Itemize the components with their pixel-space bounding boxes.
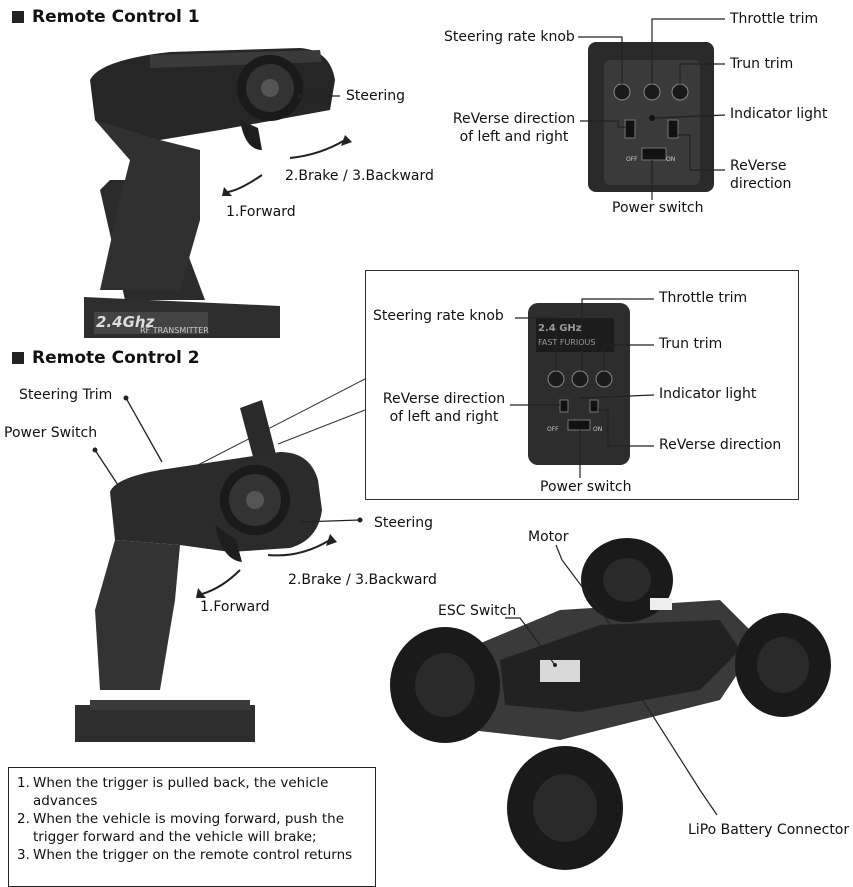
rc2-steering-label: Steering (374, 515, 434, 531)
panel1-steering-rate-knob-label: Steering rate knob (444, 29, 575, 45)
rc2-steering-trim-label: Steering Trim (19, 387, 113, 403)
panel1-reverse-direction-label: ReVerse direction (730, 158, 792, 192)
brand-sub-text: RF TRANSMITTER (140, 326, 209, 335)
panel1-on-text: ON (666, 156, 676, 163)
rc2-title: Remote Control 2 (12, 348, 200, 368)
panel2-steering-rate-knob-label: Steering rate knob (373, 308, 504, 324)
panel2-reverse-lr-label: ReVerse direction of left and right (382, 391, 506, 425)
truck-lipo-connector-label: LiPo Battery Connector (688, 822, 850, 838)
panel2-reverse-direction-label: ReVerse direction (659, 437, 782, 453)
panel2-indicator-light-label: Indicator light (659, 386, 757, 402)
panel1-power-switch-label: Power switch (612, 200, 704, 216)
bullet-square-icon (12, 11, 24, 23)
panel2-trun-trim-label: Trun trim (659, 336, 723, 352)
brand-logo-text: 2.4Ghz (96, 313, 155, 331)
panel1-indicator-light-label: Indicator light (730, 106, 828, 122)
rc1-forward-label: 1.Forward (226, 204, 296, 220)
note-item: 2. When the vehicle is moving forward, p… (17, 811, 345, 845)
panel2-throttle-trim-label: Throttle trim (659, 290, 748, 306)
panel1-trun-trim-label: Trun trim (730, 56, 794, 72)
panel1-reverse-lr-label: ReVerse direction of left and right (452, 111, 576, 145)
panel2-on-text: ON (593, 426, 603, 433)
bullet-square-icon (12, 352, 24, 364)
note-item: 3. When the trigger on the remote contro… (17, 847, 353, 863)
rc1-brake-backward-label: 2.Brake / 3.Backward (285, 168, 434, 184)
truck-esc-switch-label: ESC Switch (438, 603, 517, 619)
panel2-off-text: OFF (547, 426, 559, 433)
panel1-off-text: OFF (626, 156, 638, 163)
instruction-notes: 1. When the trigger is pulled back, the … (8, 767, 376, 887)
rc1-steering-label: Steering (346, 88, 406, 104)
rc2-power-switch-label: Power Switch (4, 425, 98, 441)
truck-motor-label: Motor (528, 529, 569, 545)
panel2-display-line2: FAST FURIOUS (538, 338, 596, 347)
panel1-throttle-trim-label: Throttle trim (730, 11, 819, 27)
note-item: 1. When the trigger is pulled back, the … (17, 775, 329, 809)
panel-2-inset-box (365, 270, 799, 500)
rc2-forward-label: 1.Forward (200, 599, 270, 615)
panel2-display-line1: 2.4 GHz (538, 323, 582, 334)
rc1-title: Remote Control 1 (12, 7, 200, 27)
rc2-brake-backward-label: 2.Brake / 3.Backward (288, 572, 437, 588)
panel2-power-switch-label: Power switch (540, 479, 632, 495)
